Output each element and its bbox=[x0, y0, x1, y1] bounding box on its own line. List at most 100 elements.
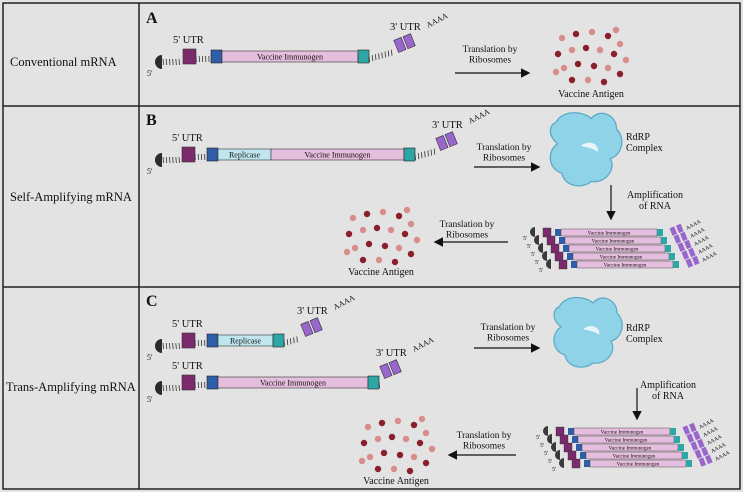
stack-cap bbox=[530, 227, 535, 237]
antigen-dot bbox=[572, 30, 580, 38]
cap-5-prime bbox=[155, 55, 162, 69]
stack-utr3 bbox=[669, 223, 684, 236]
stack-cap-label: 5' bbox=[540, 443, 544, 449]
antigen-dot bbox=[407, 220, 415, 228]
stack-utr3-block bbox=[675, 223, 684, 234]
antigen-dot bbox=[604, 64, 612, 72]
utr5-block bbox=[181, 332, 196, 349]
antigen-dot bbox=[418, 415, 426, 423]
cap-label: 5' bbox=[147, 353, 153, 362]
utr5-block bbox=[181, 146, 196, 163]
translation-c-line1: Translation by bbox=[481, 323, 536, 333]
stack-start bbox=[576, 444, 582, 451]
rdrp-shape bbox=[553, 296, 623, 368]
antigen-dot bbox=[610, 50, 618, 58]
antigen-dot bbox=[379, 208, 387, 216]
stack-utr3 bbox=[690, 438, 705, 451]
antigen-dot bbox=[596, 46, 604, 54]
rna-tick bbox=[178, 58, 180, 66]
antigen-dot bbox=[402, 435, 410, 443]
stack-utr5 bbox=[558, 259, 568, 270]
antigen-dot bbox=[616, 70, 624, 78]
antigen-dot bbox=[381, 242, 389, 250]
utr3-block bbox=[402, 33, 416, 50]
stack-cap bbox=[542, 251, 547, 261]
stack-utr3-block bbox=[673, 234, 682, 244]
stack-cap bbox=[543, 426, 548, 436]
antigen-dot bbox=[568, 46, 576, 54]
antigen-dot bbox=[358, 457, 366, 465]
rna-tick bbox=[391, 49, 393, 56]
antigen-dot bbox=[590, 62, 598, 70]
stack-utr5 bbox=[546, 235, 556, 246]
rna-tick bbox=[175, 58, 177, 66]
poly-a-tail: AAAA bbox=[425, 11, 450, 30]
stack-start bbox=[559, 237, 565, 244]
antigen-dot bbox=[374, 465, 382, 473]
stack-immunogen-label: Vaccine Immunogen bbox=[605, 438, 648, 444]
panel-letter-b: B bbox=[146, 112, 157, 129]
rna-tick bbox=[368, 55, 370, 63]
rdrp-cleft bbox=[580, 142, 598, 153]
rna-tick bbox=[178, 156, 180, 164]
translation-b2-line1: Translation by bbox=[440, 220, 495, 230]
cap-label: 5' bbox=[147, 395, 153, 404]
rna-tick bbox=[381, 52, 383, 59]
rdrp-complex-c bbox=[553, 296, 623, 368]
antigen-dot bbox=[568, 76, 576, 84]
stack-immunogen-label: Vaccine Immunogen bbox=[592, 239, 635, 245]
rna-tick bbox=[414, 153, 416, 161]
rdrp-label-b-line1: RdRP bbox=[626, 132, 650, 143]
cap-5-prime bbox=[155, 153, 162, 167]
rna-tick bbox=[417, 153, 420, 160]
stack-stop bbox=[670, 428, 676, 435]
antigen-dot bbox=[395, 212, 403, 220]
stack-start bbox=[555, 229, 561, 236]
stack-utr5 bbox=[555, 426, 565, 437]
stack-immunogen-label: Vaccine Immunogen bbox=[617, 462, 660, 468]
cap-5-prime bbox=[155, 381, 162, 395]
utr3-block bbox=[444, 131, 458, 148]
stack-start bbox=[567, 253, 573, 260]
rna-tick bbox=[175, 156, 177, 164]
antigen-dot bbox=[387, 226, 395, 234]
antigen-dot bbox=[363, 210, 371, 218]
stack-utr5 bbox=[550, 243, 560, 254]
stack-cap-label: 5' bbox=[548, 459, 552, 465]
stack-utr3-block bbox=[683, 239, 692, 250]
antigen-dot bbox=[584, 76, 592, 84]
antigen-dot bbox=[390, 465, 398, 473]
antigen-dot bbox=[558, 34, 566, 42]
utr5-label: 5' UTR bbox=[173, 35, 204, 46]
stack-cap-label: 5' bbox=[536, 435, 540, 441]
rna-tick bbox=[172, 156, 174, 164]
start-block bbox=[206, 375, 219, 390]
stack-utr3-block bbox=[687, 247, 696, 258]
rna-tick bbox=[375, 54, 377, 61]
antigen-dot bbox=[574, 60, 582, 68]
antigen-dot bbox=[374, 435, 382, 443]
rdrp-label-c-line2: Complex bbox=[626, 334, 663, 345]
antigen-label-c: Vaccine Antigen bbox=[363, 476, 429, 487]
stack-start bbox=[584, 460, 590, 467]
utr5-label: 5' UTR bbox=[172, 133, 203, 144]
antigen-dot bbox=[396, 451, 404, 459]
antigen-cluster bbox=[343, 206, 421, 266]
rna-tick bbox=[286, 339, 289, 346]
stack-immunogen-label: Vaccine Immunogen bbox=[596, 247, 639, 253]
stop-block bbox=[357, 49, 370, 64]
antigen-dot bbox=[394, 417, 402, 425]
stack-stop bbox=[665, 245, 671, 252]
antigen-dot bbox=[422, 459, 430, 467]
utr5-block bbox=[182, 48, 197, 65]
rna-tick bbox=[178, 384, 180, 392]
stack-utr3-block bbox=[692, 430, 701, 441]
cap-label: 5' bbox=[147, 69, 153, 78]
stack-utr3 bbox=[681, 247, 696, 260]
stack-utr3 bbox=[677, 239, 692, 252]
translation-c-line2: Ribosomes bbox=[487, 334, 530, 344]
antigen-dot bbox=[600, 78, 608, 86]
